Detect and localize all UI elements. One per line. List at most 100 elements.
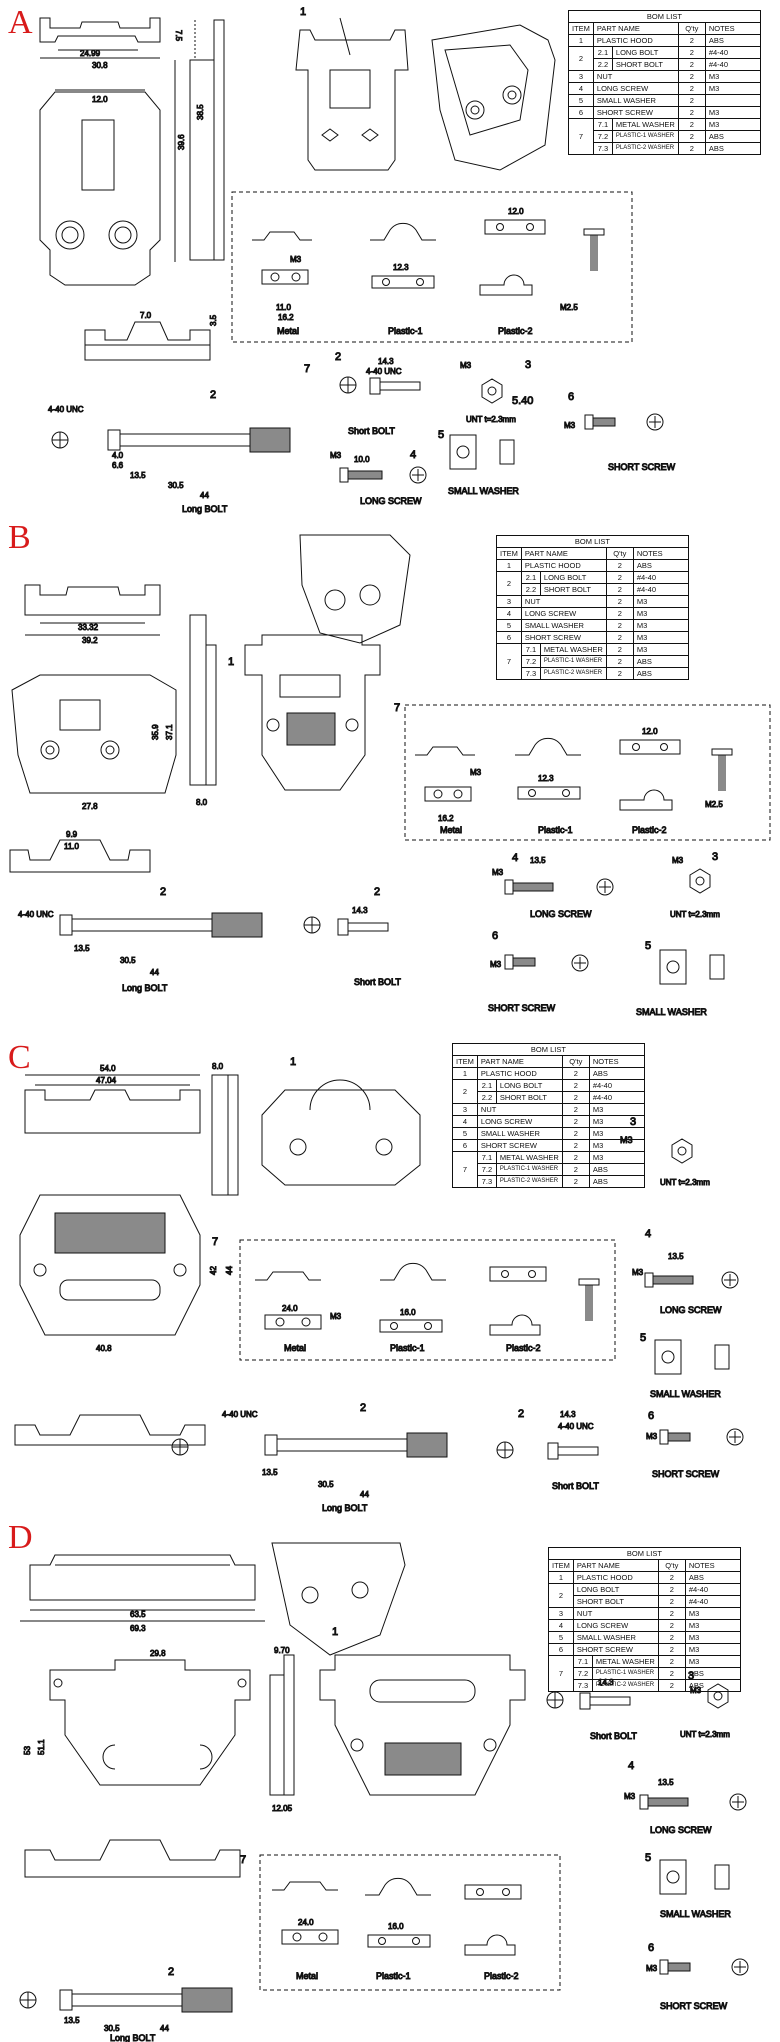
shortbolt-caption: Short BOLT xyxy=(590,1731,637,1741)
dim-label: 39.2 xyxy=(82,636,98,645)
dim-label: 69.3 xyxy=(130,1624,146,1633)
dim-label: 16.2 xyxy=(438,814,454,823)
dim-label: 44 xyxy=(200,491,209,500)
dim-label: 44 xyxy=(225,1266,234,1275)
m3-label: M3 xyxy=(290,255,302,264)
short-screw xyxy=(659,1428,744,1446)
dim-label: 16.0 xyxy=(400,1308,416,1317)
hood-iso-view xyxy=(431,24,556,171)
dim-label: 13.5 xyxy=(668,1252,684,1261)
nut xyxy=(671,1138,693,1164)
dim-label: 13.5 xyxy=(262,1468,278,1477)
plastic1-washer xyxy=(379,1262,446,1333)
longbolt-caption: Long BOLT xyxy=(322,1503,368,1513)
smallwasher-caption: SMALL WASHER xyxy=(650,1389,721,1399)
metal-caption: Metal xyxy=(284,1343,306,1353)
part-callout: 5 xyxy=(640,1332,646,1344)
cell: 7.3 xyxy=(520,667,541,680)
long-screw xyxy=(504,878,614,896)
part-callout: 4 xyxy=(410,449,416,461)
dim-label: 8.0 xyxy=(212,1062,224,1071)
long-screw xyxy=(639,1793,747,1811)
part-callout: 3 xyxy=(630,1116,636,1128)
washer-group-box xyxy=(231,191,633,343)
plastic1-caption: Plastic-1 xyxy=(388,326,423,336)
dim-label: 13.5 xyxy=(64,2016,80,2025)
hood-center-view xyxy=(244,634,381,791)
hood-iso-view xyxy=(271,1542,406,1656)
smallwasher-caption: SMALL WASHER xyxy=(448,486,519,496)
small-washer xyxy=(654,1339,730,1375)
small-washer xyxy=(449,434,515,470)
part-callout: 4 xyxy=(512,852,518,864)
long-bolt xyxy=(19,1987,233,2013)
plastic2-washer xyxy=(479,219,546,296)
m25-label: M2.5 xyxy=(560,303,578,312)
short-screw xyxy=(504,954,589,972)
dim-label: 37.1 xyxy=(165,724,174,740)
part-callout: 4 xyxy=(628,1760,634,1772)
part-callout: 1 xyxy=(332,1626,338,1638)
plastic2-washer xyxy=(489,1266,547,1336)
long-bolt xyxy=(51,427,291,453)
dim-label: 12.05 xyxy=(272,1804,293,1813)
unt-label: UNT t=2.3mm xyxy=(670,910,720,919)
long-bolt xyxy=(171,1432,448,1458)
dim-label: 11.0 xyxy=(276,303,292,312)
dim-label: 12.0 xyxy=(642,727,658,736)
m3-label: M3 xyxy=(646,1964,658,1973)
dim-label: 16.0 xyxy=(388,1922,404,1931)
m25-screw xyxy=(583,228,605,271)
hood-bottom-view xyxy=(84,321,211,361)
cell: PLASTIC-2 WASHER xyxy=(495,1175,563,1188)
longbolt-caption: Long BOLT xyxy=(122,983,168,993)
part-callout: 7 xyxy=(394,702,400,714)
m3-label: M3 xyxy=(620,1135,633,1145)
drawing-a: 24.99 30.8 7.5 12.0 39.6 38.5 1 xyxy=(39,6,676,515)
cell: 7 xyxy=(496,643,522,680)
cell: ABS xyxy=(632,667,689,680)
cell: M3 xyxy=(632,607,689,620)
cell: 7 xyxy=(452,1151,478,1188)
unt-label: UNT t=2.3mm xyxy=(660,1178,710,1187)
hood-front-view xyxy=(11,674,177,794)
m3-label: M3 xyxy=(492,868,504,877)
dim-label: 44 xyxy=(360,1490,369,1499)
short-screw xyxy=(659,1958,749,1976)
hood-front-view xyxy=(39,89,161,286)
dim-label: 30.5 xyxy=(104,2024,120,2033)
unc-label: 4-40 UNC xyxy=(222,1410,258,1419)
short-bolt xyxy=(339,376,421,395)
hood-center-view xyxy=(261,1079,421,1186)
dim-label: 14.3 xyxy=(560,1410,576,1419)
washer-group-box xyxy=(404,704,771,841)
cell: 2.1 xyxy=(592,46,613,59)
m25-screw xyxy=(578,1278,600,1321)
dim-label: 39.6 xyxy=(177,134,186,150)
hood-iso-view xyxy=(299,534,411,644)
dim-label: 16.2 xyxy=(278,313,294,322)
longbolt-caption: Long BOLT xyxy=(110,2033,156,2042)
dim-label: 12.3 xyxy=(393,263,409,272)
short-bolt xyxy=(546,1691,631,1710)
dim-label: 53 xyxy=(23,1746,32,1755)
dim-label: 14.3 xyxy=(378,357,394,366)
dim-label: 24.99 xyxy=(80,49,101,58)
plastic1-washer xyxy=(365,1877,431,1948)
section-letter: A xyxy=(8,4,33,41)
plastic2-caption: Plastic-2 xyxy=(632,825,667,835)
part-callout: 2 xyxy=(360,1402,366,1414)
smallwasher-caption: SMALL WASHER xyxy=(660,1909,731,1919)
part-callout: 6 xyxy=(568,391,574,403)
